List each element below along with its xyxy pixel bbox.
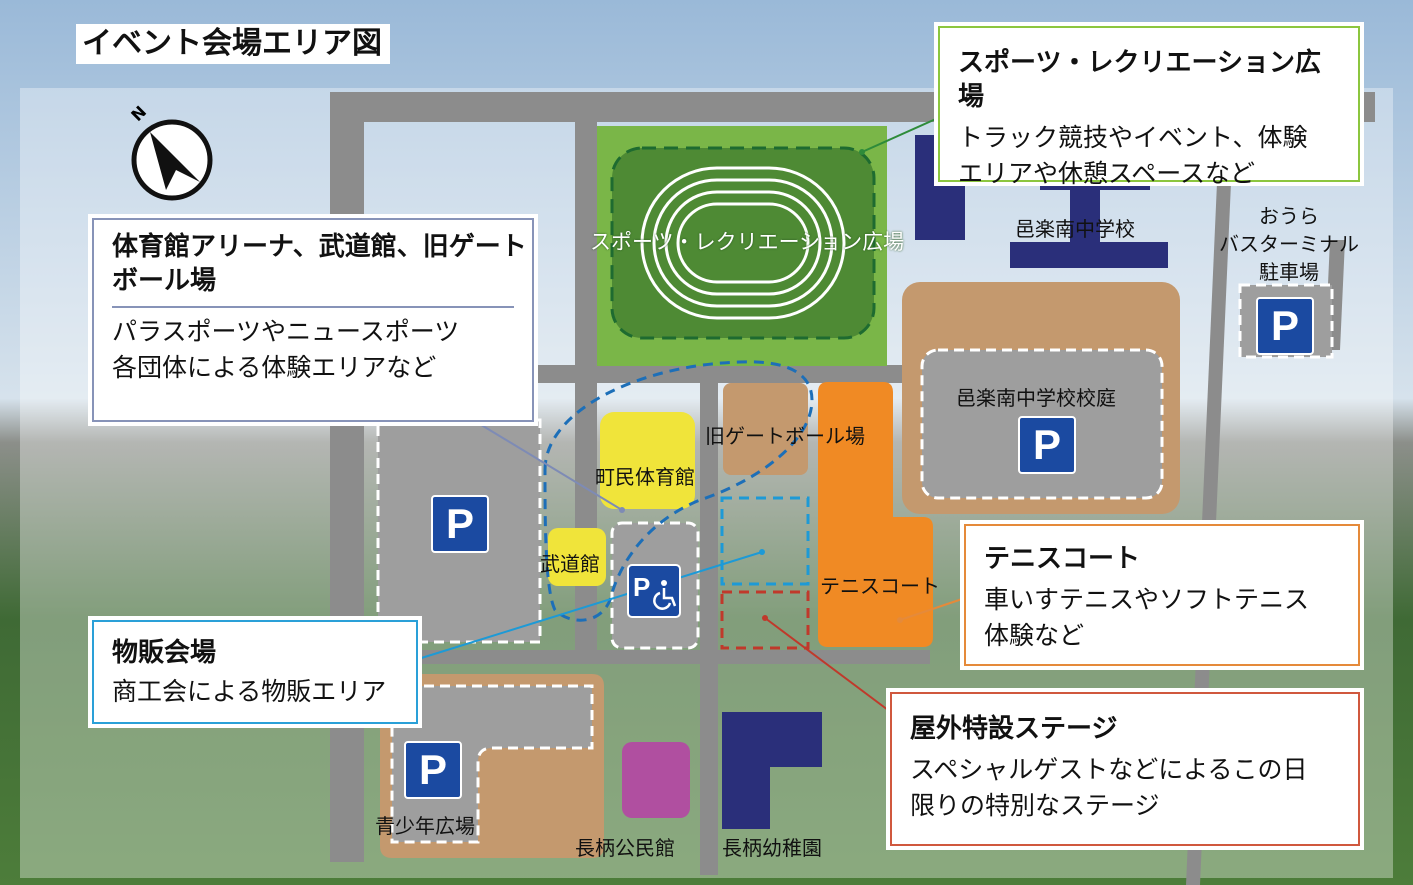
label-tennis: テニスコート [820, 574, 940, 598]
map-title: イベント会場エリア図 [76, 24, 390, 64]
budokan [548, 528, 606, 586]
callout-stage-body: スペシャルゲストなどによるこの日 限りの特別なステージ [910, 755, 1308, 820]
market-area [720, 496, 810, 586]
callout-market: 物販会場 商工会による物販エリア [88, 616, 422, 728]
label-bus-terminal: おうら バスターミナル 駐車場 [1219, 204, 1359, 284]
label-school: 邑楽南中学校 [1015, 217, 1135, 241]
label-school-yard: 邑楽南中学校校庭 [956, 386, 1116, 410]
callout-tennis: テニスコート 車いすテニスやソフトテニス 体験など [960, 520, 1364, 670]
tennis-court [818, 382, 933, 647]
callout-sports-title: スポーツ・レクリエーション広場 [958, 48, 1321, 112]
callout-tennis-title: テニスコート [984, 544, 1141, 574]
callout-gym-body: パラスポーツやニュースポーツ 各団体による体験エリアなど [112, 317, 460, 382]
label-kindergarten: 長柄幼稚園 [722, 836, 822, 860]
callout-stage: 屋外特設ステージ スペシャルゲストなどによるこの日 限りの特別なステージ [886, 688, 1364, 850]
callout-market-body: 商工会による物販エリア [112, 677, 387, 706]
community-hall [622, 742, 690, 818]
label-sports-field: スポーツ・レクリエーション広場 [590, 230, 905, 254]
wheelchair-parking-icon: P [627, 564, 681, 618]
label-old-gateball: 旧ゲートボール場 [705, 424, 865, 448]
kindergarten [722, 712, 822, 829]
gym [600, 412, 695, 509]
svg-text:P: P [633, 572, 650, 602]
stage-area [720, 590, 810, 650]
label-youth-plaza: 青少年広場 [375, 814, 475, 838]
callout-gym-title: 体育館アリーナ、武道館、旧ゲート ボール場 [112, 232, 527, 296]
callout-sports-body: トラック競技やイベント、体験 エリアや休憩スペースなど [958, 123, 1308, 188]
label-gym: 町民体育館 [595, 465, 695, 489]
callout-stage-title: 屋外特設ステージ [910, 714, 1118, 744]
callout-sports: スポーツ・レクリエーション広場 トラック競技やイベント、体験 エリアや休憩スペー… [934, 22, 1364, 188]
label-budokan: 武道館 [540, 552, 600, 576]
label-community-hall: 長柄公民館 [575, 836, 675, 860]
callout-gym-divider [112, 306, 514, 308]
callout-tennis-body: 車いすテニスやソフトテニス 体験など [984, 585, 1310, 650]
callout-market-title: 物販会場 [112, 638, 217, 668]
parking-icon: P [1256, 297, 1314, 355]
callout-gym: 体育館アリーナ、武道館、旧ゲート ボール場 パラスポーツやニュースポーツ 各団体… [88, 214, 538, 426]
parking-icon: P [1018, 416, 1076, 474]
north-arrow-icon [131, 119, 213, 201]
parking-icon: P [404, 741, 462, 799]
parking-icon: P [431, 495, 489, 553]
